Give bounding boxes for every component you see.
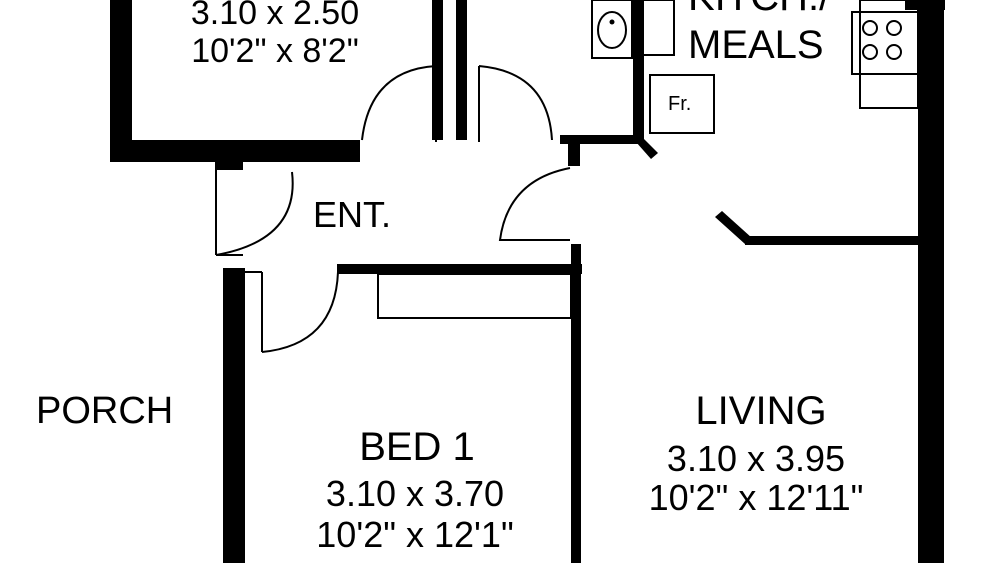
kitchen-meals-label: MEALS (688, 23, 824, 67)
living-metric-label: 3.10 x 3.95 (667, 438, 845, 479)
door-entry-west (215, 168, 294, 256)
basin-tap-icon (609, 19, 615, 25)
door-bathroom (478, 65, 553, 142)
labels: 3.10 x 2.50 10'2" x 8'2" KITCH./ MEALS F… (36, 0, 863, 555)
door-living (498, 167, 571, 241)
door-top-left-room (361, 65, 437, 142)
kitchen-name-partial-label: KITCH./ (688, 0, 831, 19)
stove-icon (851, 11, 919, 75)
bed1-imperial-label: 10'2" x 12'1" (316, 514, 513, 555)
door-bed1 (261, 271, 339, 353)
stove-burner-2-icon (886, 20, 902, 36)
wall-entry-east-post (568, 144, 580, 166)
top-left-metric-label: 3.10 x 2.50 (191, 0, 359, 32)
fixtures (377, 0, 919, 319)
kitchen-bench (859, 0, 919, 109)
wall-top-left-east (432, 0, 443, 140)
bathroom-vanity (591, 0, 633, 59)
bed1-name-label: BED 1 (359, 425, 475, 469)
wall-bath-south (560, 135, 644, 144)
wall-partition-post (456, 0, 467, 140)
wall-bed1-north (337, 264, 582, 274)
living-name-label: LIVING (695, 389, 826, 433)
bed1-wardrobe (377, 273, 572, 319)
doors (215, 65, 571, 353)
wall-bed1-living (571, 244, 581, 563)
living-imperial-label: 10'2" x 12'11" (649, 477, 864, 518)
walls (110, 0, 945, 563)
wall-east-outer (918, 0, 944, 563)
fridge-label: Fr. (668, 93, 691, 115)
wall-entry-west-stub (215, 150, 243, 170)
wall-bath-angle (636, 138, 658, 159)
wall-bed1-west (223, 268, 245, 563)
wall-top-right-jog (905, 0, 945, 10)
bed1-metric-label: 3.10 x 3.70 (326, 473, 504, 514)
top-left-imperial-label: 10'2" x 8'2" (191, 32, 359, 70)
stove-burner-4-icon (886, 44, 902, 60)
stove-burner-1-icon (862, 20, 878, 36)
porch-label: PORCH (36, 390, 173, 432)
basin-icon (597, 11, 627, 49)
bath-shelf (641, 0, 675, 56)
entry-label: ENT. (313, 194, 391, 235)
wall-top-left-west (110, 0, 132, 162)
wall-kitchen-living (745, 236, 920, 245)
wall-kitchen-living-angle (715, 211, 752, 244)
fridge-icon (649, 74, 715, 134)
stove-burner-3-icon (862, 44, 878, 60)
wall-bath-kitchen (633, 0, 644, 142)
